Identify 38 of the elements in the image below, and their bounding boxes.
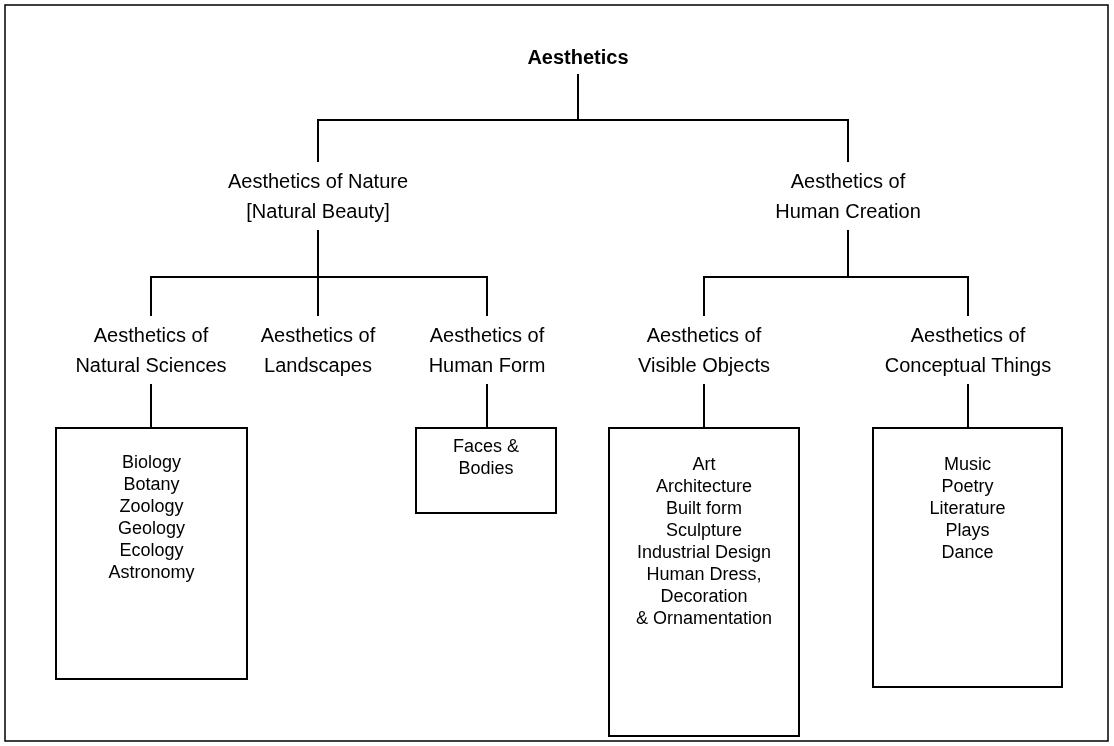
- topic-text: Astronomy: [107, 561, 196, 583]
- topic-text: Geology: [116, 517, 186, 539]
- topic-text: Biology: [120, 451, 182, 473]
- topic-text: Human Dress,: [645, 563, 763, 585]
- topic-text: Literature: [928, 497, 1007, 519]
- topic-text: & Ornamentation: [634, 607, 774, 629]
- topic-text: Dance: [940, 541, 995, 563]
- connector-line: [966, 383, 969, 428]
- topic-text: Sculpture: [664, 519, 743, 541]
- topic-text: Architecture: [654, 475, 753, 497]
- connector-line: [485, 383, 488, 428]
- category-label: Aesthetics of Human Form: [427, 323, 547, 378]
- category-label: Aesthetics of Visible Objects: [637, 323, 771, 378]
- topic-text: Industrial Design: [635, 541, 773, 563]
- category-label: Aesthetics of Nature [Natural Beauty]: [226, 169, 410, 224]
- topic-box: [608, 427, 800, 737]
- topic-box: [55, 427, 248, 680]
- connector-line: [703, 383, 705, 428]
- topic-text: Music: [943, 453, 992, 475]
- connector-line: [577, 73, 849, 163]
- topic-text: Ecology: [118, 539, 185, 561]
- root-label: Aesthetics: [526, 45, 630, 70]
- category-label: Aesthetics of Natural Sciences: [74, 323, 228, 378]
- category-label: Aesthetics of Conceptual Things: [883, 323, 1053, 378]
- category-label: Aesthetics of Human Creation: [774, 169, 922, 224]
- topic-text: Art: [691, 453, 717, 475]
- connector-line: [317, 229, 488, 317]
- topic-text: Decoration: [659, 585, 749, 607]
- topic-box: [872, 427, 1063, 688]
- category-label: Aesthetics of Landscapes: [259, 323, 377, 378]
- topic-text: Plays: [944, 519, 991, 541]
- topic-box: [415, 427, 557, 514]
- topic-text: Zoology: [118, 495, 185, 517]
- topic-text: Botany: [122, 473, 181, 495]
- topic-text: Faces & Bodies: [452, 435, 520, 479]
- topic-text: Poetry: [940, 475, 995, 497]
- topic-text: Built form: [665, 497, 743, 519]
- connector-line: [150, 383, 153, 428]
